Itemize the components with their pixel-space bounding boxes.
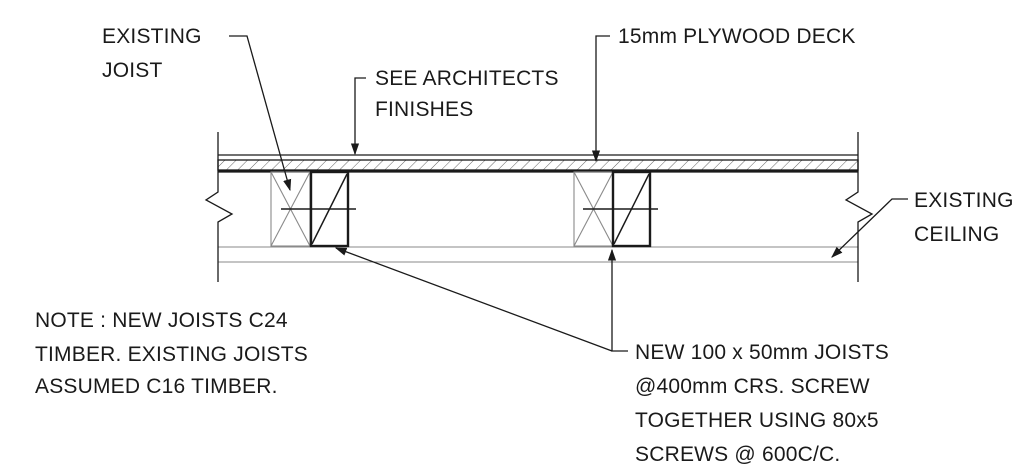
note-line2: TIMBER. EXISTING JOISTS [35, 343, 308, 366]
leader-existing-ceiling [831, 198, 908, 258]
leader-new-joists-branch [334, 247, 613, 352]
leader-plywood-deck [591, 35, 610, 163]
label-see-architects-line2: FINISHES [375, 98, 473, 121]
leader-lines [229, 35, 908, 352]
label-existing-ceiling-line2: CEILING [914, 223, 999, 246]
ceiling-lines [218, 246, 858, 263]
label-existing-joist-line1: EXISTING [102, 25, 202, 48]
label-see-architects-line1: SEE ARCHITECTS [375, 67, 559, 90]
label-new-joists-line4: SCREWS @ 600C/C. [635, 443, 840, 466]
deck-layers [217, 154, 859, 173]
leader-existing-joist [229, 35, 292, 192]
left-break-line [204, 132, 234, 282]
label-new-joists-line1: NEW 100 x 50mm JOISTS [635, 341, 889, 364]
leader-new-joists [607, 248, 628, 352]
label-existing-ceiling-line1: EXISTING [914, 189, 1014, 212]
label-existing-joist-line2: JOIST [102, 59, 163, 82]
leader-see-architects [350, 77, 366, 156]
label-plywood-deck: 15mm PLYWOOD DECK [618, 25, 856, 48]
note-line1: NOTE : NEW JOISTS C24 [35, 309, 288, 332]
plywood-deck-hatch [217, 159, 859, 171]
label-new-joists-line3: TOGETHER USING 80x5 [635, 409, 879, 432]
note-line3: ASSUMED C16 TIMBER. [35, 375, 278, 398]
label-new-joists-line2: @400mm CRS. SCREW [635, 375, 870, 398]
